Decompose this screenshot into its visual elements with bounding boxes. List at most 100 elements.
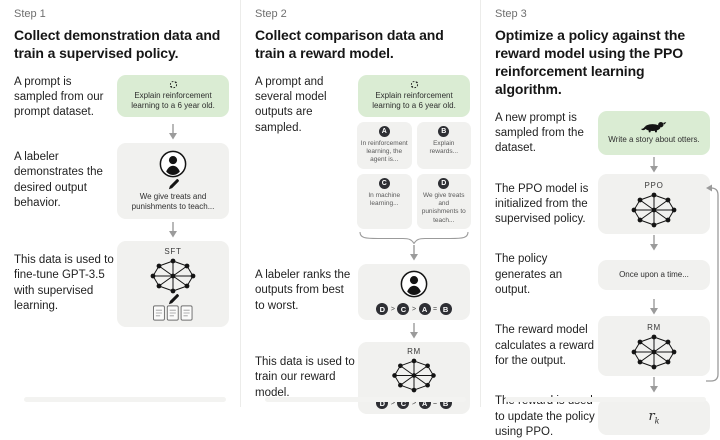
bottom-bar bbox=[265, 397, 466, 402]
step1-row-prompt: A prompt is sampled from our prompt data… bbox=[14, 74, 230, 121]
reward-box: rk bbox=[598, 399, 710, 436]
step3-rm-label: The reward model calculates a reward for… bbox=[495, 324, 595, 367]
output-box-d: D We give treats and punishments to teac… bbox=[416, 173, 471, 229]
output-letter-d: D bbox=[438, 177, 450, 189]
output-text-b: Explain rewards... bbox=[429, 139, 459, 156]
step3-prompt-box: Write a story about otters. bbox=[598, 110, 710, 155]
rank-circle-4: B bbox=[439, 303, 452, 315]
step2-prompt-box-text: Explain reinforcement learning to a 6 ye… bbox=[372, 91, 456, 111]
step3-arrow-1 bbox=[597, 156, 711, 174]
rank-circle-2: C bbox=[397, 303, 410, 315]
rank-separator-3: = bbox=[433, 399, 438, 407]
refresh-icon bbox=[410, 80, 418, 88]
step2-arrow-2 bbox=[357, 320, 471, 342]
step3-prompt-box-text: Write a story about otters. bbox=[608, 135, 700, 145]
rank-circle-3: A bbox=[418, 303, 431, 315]
arrow-down-icon bbox=[169, 221, 177, 238]
step1-row-sft: This data is used to fine-tune GPT-3.5 w… bbox=[14, 240, 230, 327]
output-text-a: In reinforcement learning, the agent is.… bbox=[360, 139, 408, 164]
bottom-bar bbox=[505, 397, 706, 402]
rank-circle-1: D bbox=[376, 303, 389, 315]
step2-prompt-box: Explain reinforcement learning to a 6 ye… bbox=[358, 74, 470, 117]
rank-separator-1: > bbox=[390, 305, 395, 313]
step-1-column: Step 1 Collect demonstration data and tr… bbox=[0, 0, 240, 407]
rm-tag: RM bbox=[647, 322, 661, 332]
step2-labeler-box: D > C > A = B bbox=[358, 264, 470, 320]
step1-prompt-box: Explain reinforcement learning to a 6 ye… bbox=[117, 74, 229, 117]
step1-arrow-1 bbox=[116, 121, 230, 143]
step-3-title: Optimize a policy against the reward mod… bbox=[495, 27, 686, 97]
step3-arrow-2 bbox=[597, 234, 711, 252]
step2-row-rm: This data is used to train our reward mo… bbox=[255, 342, 470, 414]
step1-labeler-box-text: We give treats and punishments to teach.… bbox=[131, 191, 215, 212]
step3-arrow-3 bbox=[597, 298, 711, 316]
step2-labeler-label: A labeler ranks the outputs from best to… bbox=[255, 269, 351, 312]
model-outputs-grid: A In reinforcement learning, the agent i… bbox=[357, 121, 471, 229]
pencil-icon bbox=[168, 293, 179, 304]
step1-prompt-label: A prompt is sampled from our prompt data… bbox=[14, 75, 104, 119]
rank-separator-2: > bbox=[411, 399, 417, 407]
step3-ppo-label: The PPO model is initialized from the su… bbox=[495, 182, 589, 226]
step2-prompt-label: A prompt and several model outputs are s… bbox=[255, 75, 327, 134]
documents-icon bbox=[153, 305, 193, 321]
output-box-a: A In reinforcement learning, the agent i… bbox=[357, 121, 412, 169]
bottom-bar bbox=[24, 397, 226, 402]
policy-output-text: Once upon a time... bbox=[619, 270, 689, 280]
reward-symbol: rk bbox=[648, 408, 660, 426]
curly-brace bbox=[357, 229, 471, 244]
step1-row-labeler: A labeler demonstrates the desired outpu… bbox=[14, 142, 230, 219]
step3-row-output: The policy generates an output. Once upo… bbox=[495, 252, 710, 298]
step3-prompt-label: A new prompt is sampled from the dataset… bbox=[495, 111, 584, 155]
step-3-label: Step 3 bbox=[495, 8, 527, 20]
output-letter-b: B bbox=[438, 125, 450, 137]
ranking-row: D > C > A = B bbox=[376, 303, 452, 315]
network-icon bbox=[150, 258, 196, 294]
step1-prompt-box-text: Explain reinforcement learning to a 6 ye… bbox=[131, 91, 215, 111]
step3-rm-box: RM bbox=[598, 316, 710, 377]
rank-separator-3: = bbox=[433, 305, 438, 313]
output-text-c: In machine learning... bbox=[368, 191, 401, 208]
labeler-icon bbox=[159, 150, 187, 178]
arrow-down-icon bbox=[410, 323, 418, 339]
step2-row-prompt: A prompt and several model outputs are s… bbox=[255, 74, 471, 229]
rm-tag: RM bbox=[407, 347, 421, 356]
arrow-down-icon bbox=[650, 299, 658, 315]
network-icon bbox=[631, 192, 677, 228]
rank-separator-1: > bbox=[390, 399, 395, 407]
step-2-title: Collect comparison data and train a rewa… bbox=[255, 27, 444, 61]
output-text-d: We give treats and punishments to teach.… bbox=[421, 191, 466, 224]
step2-arrow-1 bbox=[357, 244, 471, 262]
step1-sft-box: SFT bbox=[117, 240, 229, 327]
arrow-down-icon bbox=[650, 377, 658, 393]
step3-arrow-4 bbox=[597, 376, 711, 394]
arrow-down-icon bbox=[410, 245, 418, 261]
network-icon bbox=[392, 358, 436, 393]
sft-tag: SFT bbox=[164, 246, 182, 256]
otter-icon bbox=[640, 122, 666, 133]
output-box-c: C In machine learning... bbox=[357, 173, 412, 229]
step1-arrow-2 bbox=[116, 219, 230, 241]
step1-labeler-box: We give treats and punishments to teach.… bbox=[117, 142, 229, 219]
rank-separator-2: > bbox=[411, 305, 417, 313]
ppo-box: PPO bbox=[598, 174, 710, 235]
step2-rm-box: RM D > C > A = B bbox=[358, 342, 470, 414]
feedback-loop-arrow bbox=[706, 184, 719, 382]
step2-rm-label: This data is used to train our reward mo… bbox=[255, 356, 355, 399]
labeler-icon bbox=[400, 270, 428, 298]
step-3-column: Step 3 Optimize a policy against the rew… bbox=[480, 0, 720, 438]
pencil-icon bbox=[168, 178, 179, 190]
step3-row-ppo: The PPO model is initialized from the su… bbox=[495, 174, 710, 235]
step3-row-rm: The reward model calculates a reward for… bbox=[495, 316, 710, 377]
arrow-down-icon bbox=[650, 235, 658, 251]
step3-output-label: The policy generates an output. bbox=[495, 253, 563, 297]
step-2-column: Step 2 Collect comparison data and train… bbox=[240, 0, 480, 414]
policy-output-box: Once upon a time... bbox=[598, 260, 710, 291]
refresh-icon bbox=[169, 80, 177, 88]
arrow-down-icon bbox=[169, 123, 177, 140]
ppo-tag: PPO bbox=[644, 180, 664, 190]
output-letter-a: A bbox=[378, 125, 390, 137]
step3-row-prompt: A new prompt is sampled from the dataset… bbox=[495, 110, 710, 157]
arrow-down-icon bbox=[650, 157, 658, 173]
network-icon bbox=[631, 334, 677, 370]
